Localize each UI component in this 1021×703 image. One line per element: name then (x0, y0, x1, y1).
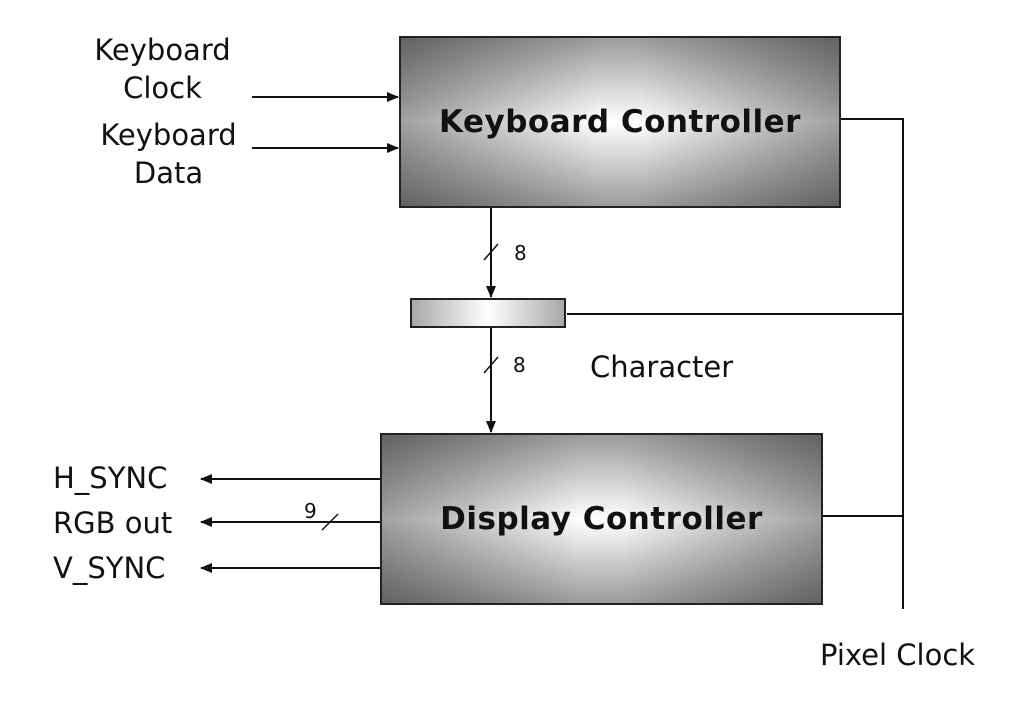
keyboard-clock-label: Keyboard Clock (94, 33, 231, 105)
bus-slash-1 (483, 243, 499, 261)
bus-width-kb-register: 8 (514, 241, 527, 265)
pixel-clock-label: Pixel Clock (820, 638, 976, 672)
bus-slash-2 (483, 356, 499, 374)
display-controller-label: Display Controller (440, 501, 763, 537)
character-label: Character (590, 350, 734, 384)
keyboard-controller-label: Keyboard Controller (439, 104, 801, 140)
display-controller-block: Display Controller (380, 433, 823, 605)
keyboard-controller-block: Keyboard Controller (399, 36, 841, 208)
h-sync-label: H_SYNC (53, 461, 168, 495)
keyboard-data-label: Keyboard Data (100, 118, 237, 190)
v-sync-label: V_SYNC (53, 551, 166, 585)
rgb-out-label: RGB out (53, 506, 173, 540)
character-register (410, 298, 566, 328)
bus-width-register-display: 8 (513, 353, 526, 377)
clock-to-keyboard (840, 118, 904, 609)
bus-width-rgb: 9 (304, 499, 317, 523)
bus-slash-3 (321, 513, 339, 531)
